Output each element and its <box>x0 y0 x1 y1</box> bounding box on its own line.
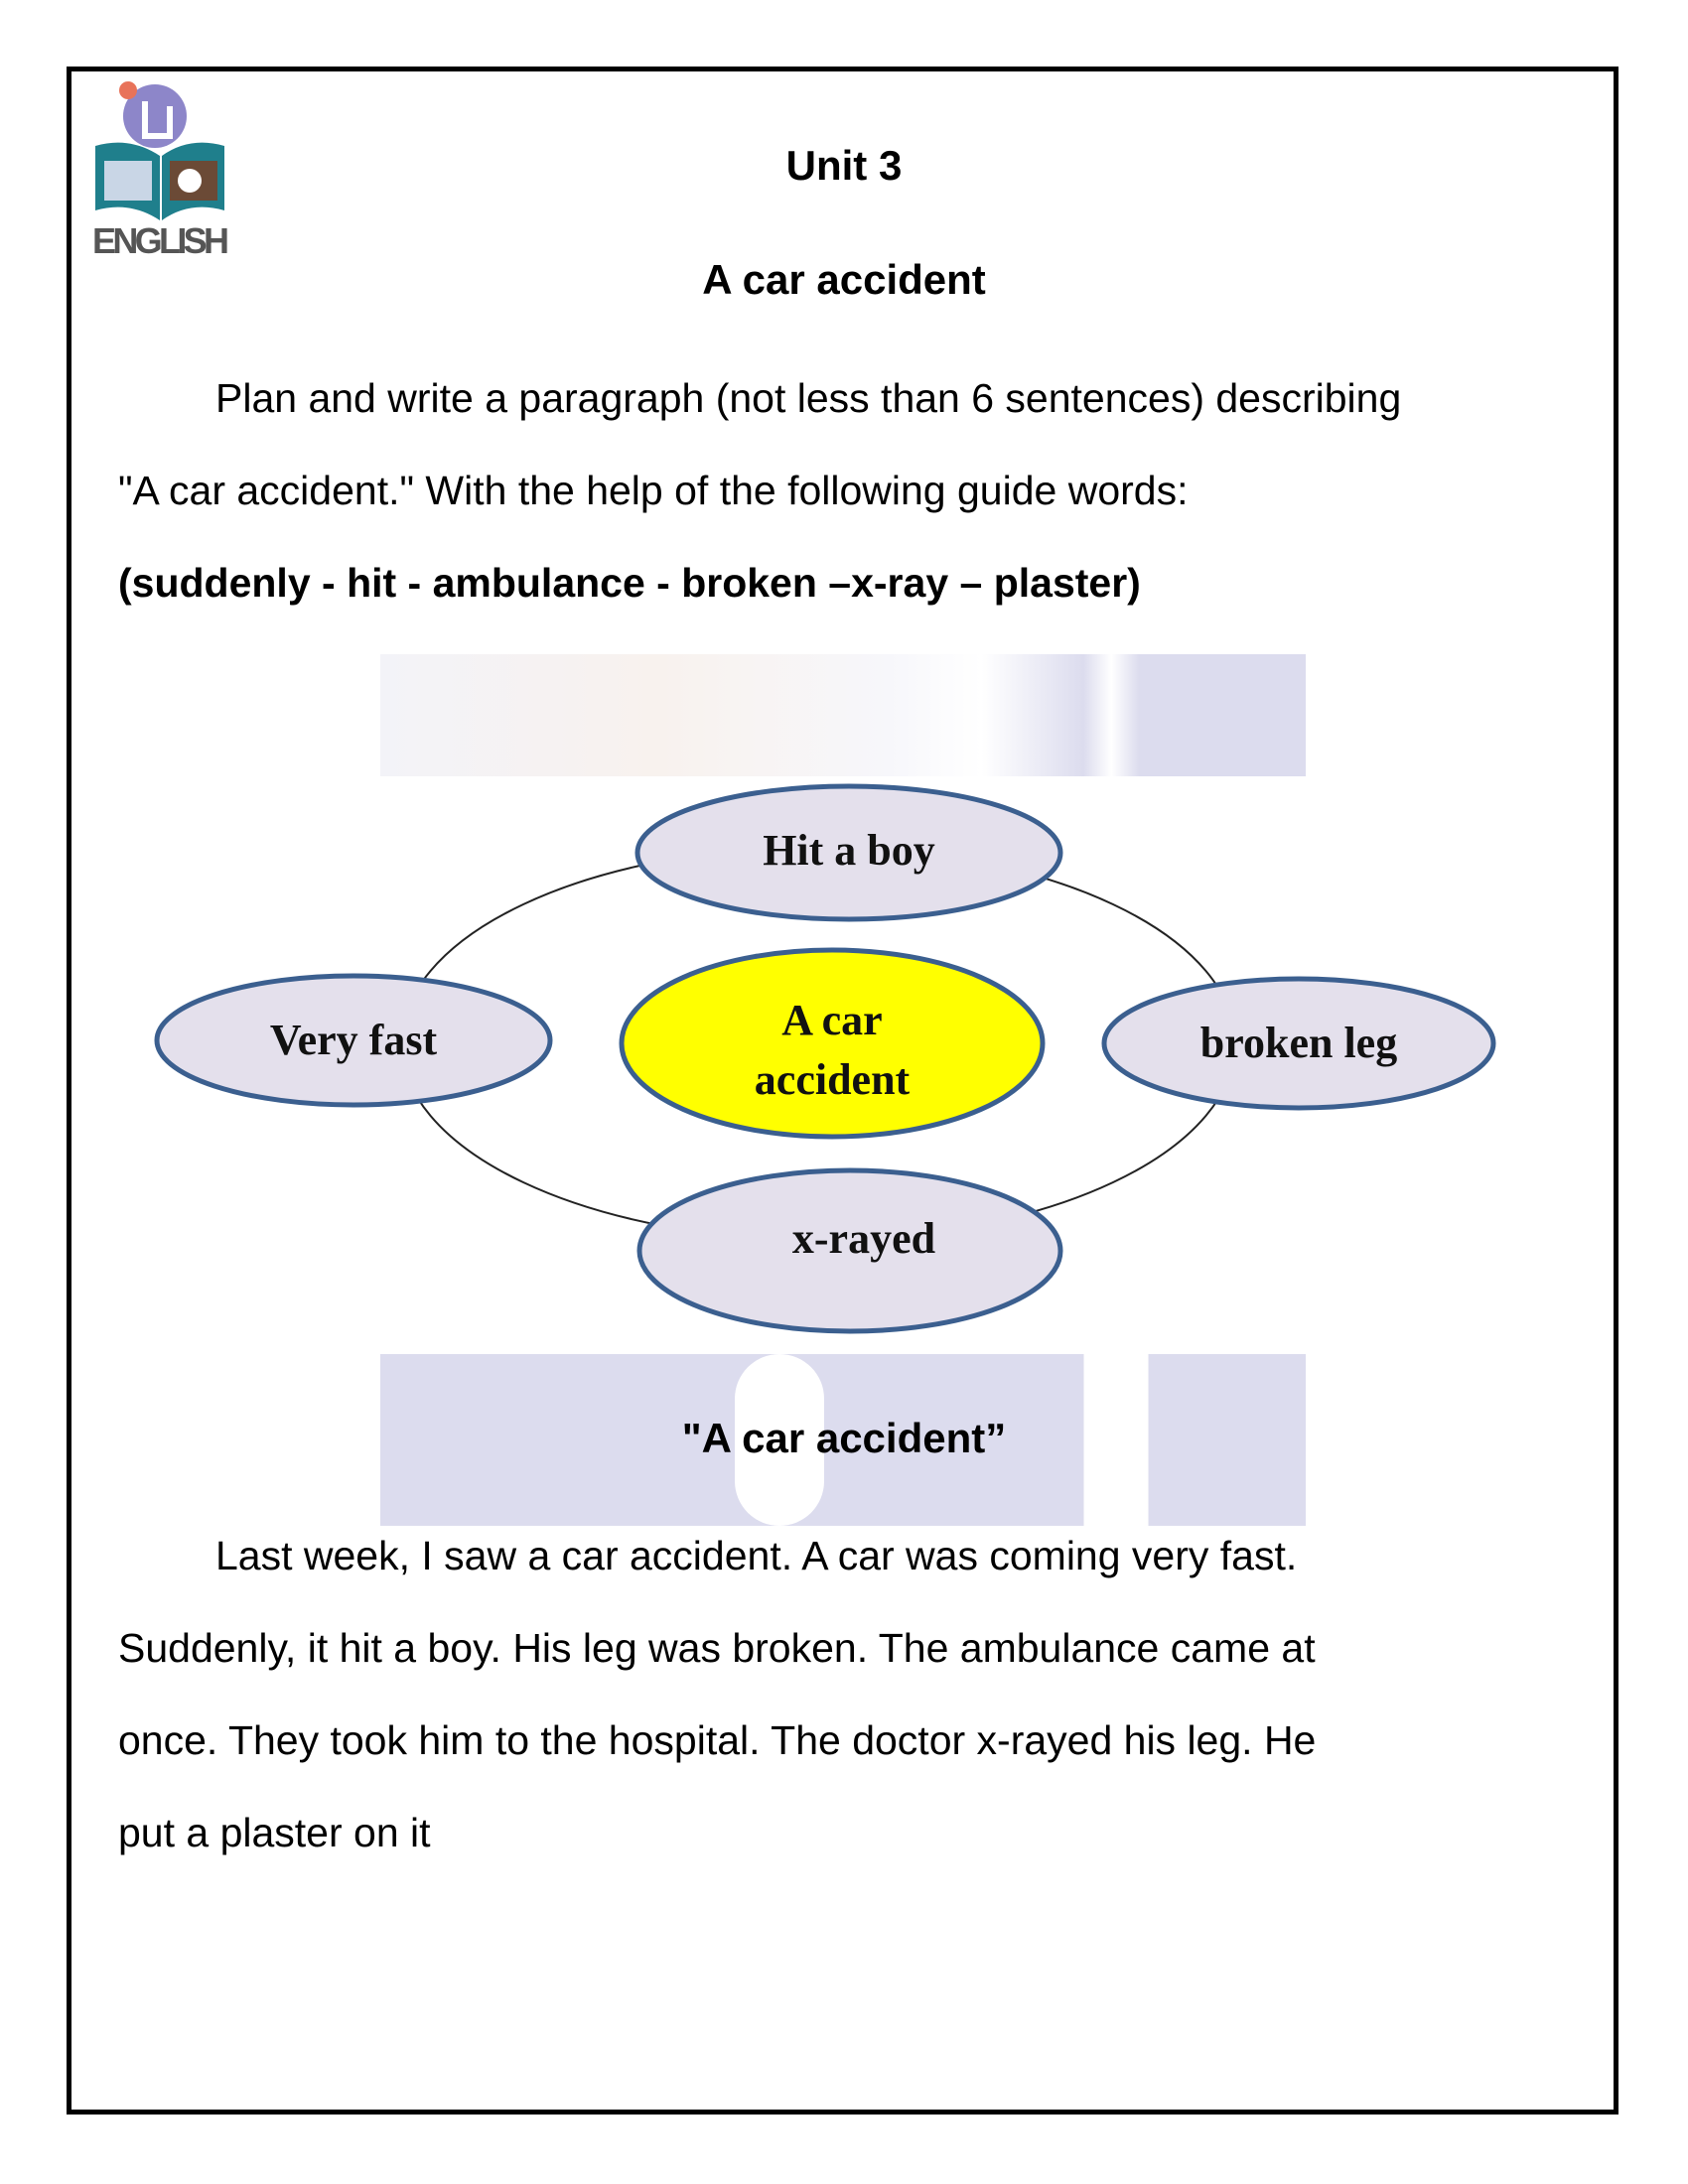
node-bottom: x-rayed <box>636 1167 1063 1334</box>
page-title: A car accident <box>702 256 986 303</box>
node-center: A car accident <box>619 947 1046 1140</box>
node-top-label: Hit a boy <box>763 826 935 875</box>
guide-words: (suddenly - hit - ambulance - broken –x-… <box>118 560 1141 606</box>
answer-line: once. They took him to the hospital. The… <box>118 1717 1317 1763</box>
watermark-shape <box>735 1354 824 1526</box>
instruction-line: Plan and write a paragraph (not less tha… <box>215 375 1402 421</box>
node-center-label-line1: A car <box>781 996 882 1044</box>
unit-heading: Unit 3 <box>785 142 903 189</box>
svg-text:ENGLISH: ENGLISH <box>92 220 229 260</box>
node-bottom-label: x-rayed <box>792 1214 935 1263</box>
answer-line: put a plaster on it <box>118 1810 431 1855</box>
watermark-top <box>380 654 1306 776</box>
node-left-label: Very fast <box>270 1016 438 1064</box>
caption-title: "A car accident” <box>681 1415 1007 1461</box>
node-top: Hit a boy <box>634 783 1063 922</box>
answer-line: Last week, I saw a car accident. A car w… <box>215 1533 1298 1578</box>
english-logo: ENGLISH <box>90 76 234 261</box>
node-left: Very fast <box>154 973 553 1108</box>
answer-line: Suddenly, it hit a boy. His leg was brok… <box>118 1625 1316 1671</box>
watermark-bottom <box>380 1354 1306 1526</box>
instruction-line: "A car accident." With the help of the f… <box>118 468 1189 513</box>
book-logo-icon: ENGLISH <box>92 81 229 261</box>
answer-paragraph: Last week, I saw a car accident. A car w… <box>118 1510 1568 1879</box>
page-border <box>67 67 1618 2115</box>
instructions: Plan and write a paragraph (not less tha… <box>118 352 1568 629</box>
node-right: broken leg <box>1101 976 1496 1111</box>
node-center-label-line2: accident <box>755 1055 911 1104</box>
node-right-label: broken leg <box>1200 1019 1397 1067</box>
